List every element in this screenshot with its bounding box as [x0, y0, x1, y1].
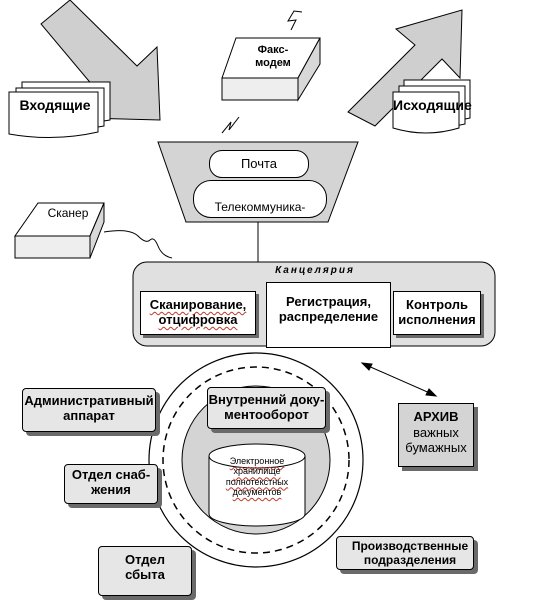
supply-label: Отдел снаб- жения	[71, 467, 151, 497]
scanner-box	[14, 202, 105, 259]
archive-link-arrow	[360, 362, 438, 397]
outgoing-arrow	[347, 9, 463, 127]
fax-signal-top	[287, 10, 303, 31]
incoming-documents	[8, 81, 111, 139]
internal-flow-box: Внутренний доку- ментооборот	[207, 387, 326, 429]
sales-label: Отдел сбыта	[124, 552, 166, 582]
scanner-label: Сканер	[47, 206, 89, 220]
scanning-label: Сканирование, отцифровка	[141, 297, 255, 328]
production-unit: Производственные подразделения	[336, 536, 474, 570]
outgoing-documents	[392, 79, 471, 134]
storage-cylinder	[208, 443, 306, 527]
registration-label: Регистрация, распределение	[278, 294, 379, 324]
office-title: Канцелярия	[275, 265, 355, 276]
outgoing-label: Исходящие	[393, 97, 472, 113]
archive-subtitle: важных бумажных	[405, 425, 467, 455]
admin-unit: Административный аппарат	[22, 388, 156, 432]
sales-unit: Отдел сбыта	[98, 546, 192, 596]
archive-box: АРХИВ важных бумажных	[398, 403, 474, 467]
mail-label: Почта	[240, 156, 278, 171]
storage-label: Электронное хранилище полнотекстных доку…	[209, 456, 305, 497]
internal-flow-label: Внутренний доку- ментооборот	[208, 392, 325, 422]
mail-channel: Почта	[209, 150, 309, 178]
control-box: Контроль исполнения	[393, 291, 481, 335]
fax-modem-box	[221, 37, 321, 102]
storage-text: Электронное хранилище полнотекстных доку…	[225, 456, 289, 498]
scanning-box: Сканирование, отцифровка	[140, 291, 256, 335]
fax-modem-label: Факс- модем	[255, 44, 291, 69]
archive-title: АРХИВ	[413, 409, 459, 424]
control-label: Контроль исполнения	[398, 297, 476, 327]
production-label: Производственные подразделения	[351, 539, 469, 567]
supply-unit: Отдел снаб- жения	[64, 464, 158, 504]
telecom-label: Телекоммуника-	[214, 200, 306, 214]
scanner-cable	[103, 230, 173, 259]
dashed-ring	[162, 366, 350, 554]
admin-label: Административный аппарат	[24, 393, 154, 423]
scanning-text: Сканирование, отцифровка	[149, 297, 247, 327]
telecom-channel: Телекоммуника-	[193, 180, 327, 218]
fax-signal-bottom	[221, 116, 240, 134]
registration-box: Регистрация, распределение	[266, 282, 391, 348]
incoming-label: Входящие	[19, 97, 91, 113]
